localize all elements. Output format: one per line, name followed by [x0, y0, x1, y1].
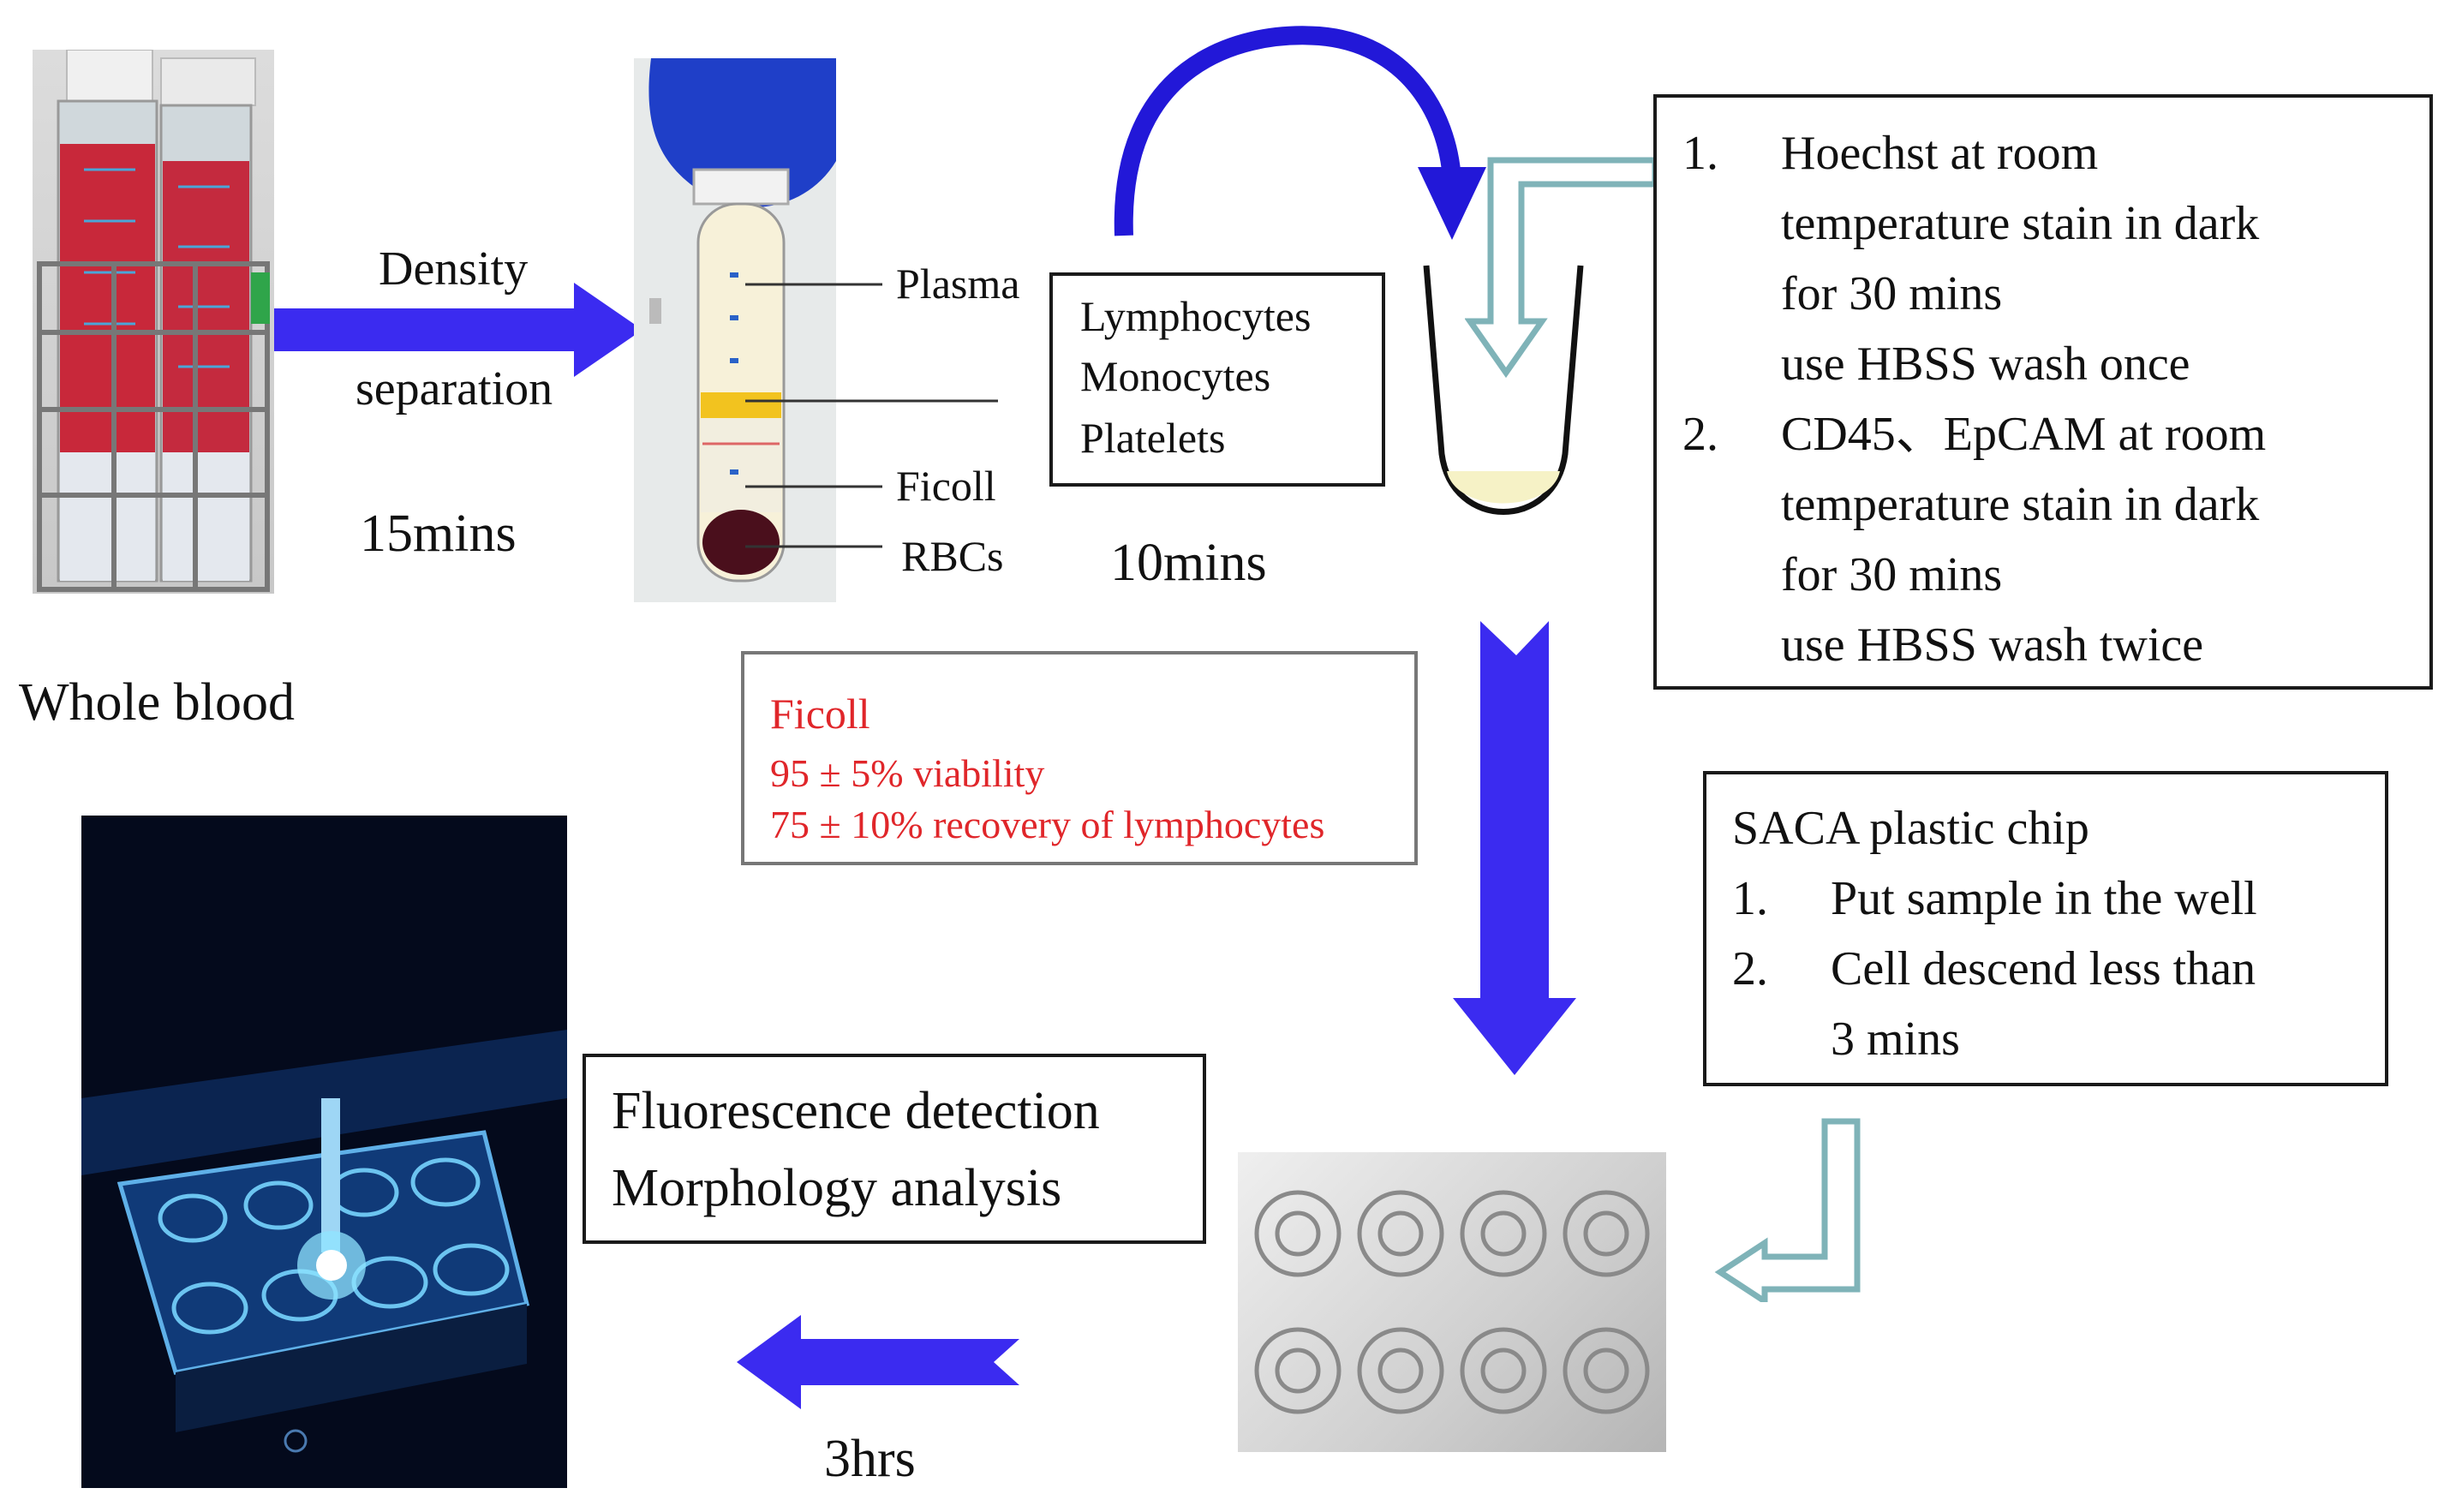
down-arrow	[1453, 621, 1576, 1075]
time-15-label: 15mins	[360, 505, 517, 563]
ficoll-stats-title: Ficoll	[770, 690, 870, 738]
density-label: Density	[379, 242, 529, 296]
chip-step-1: Put sample in the well	[1831, 872, 2257, 925]
staining-outline-arrow	[1465, 157, 1658, 379]
cells-line-3: Platelets	[1080, 414, 1226, 462]
rbcs-label: RBCs	[901, 532, 1004, 580]
cells-line-2: Monocytes	[1080, 352, 1271, 400]
chip-box: SACA plastic chip 1. Put sample in the w…	[1703, 771, 2388, 1086]
sample-tube	[1423, 265, 1584, 515]
staining-box: 1. Hoechst at room temperature stain in …	[1653, 94, 2433, 690]
staining-step-2-line-2: temperature stain in dark	[1781, 478, 2260, 531]
chip-step-1-number: 1.	[1732, 872, 1768, 925]
ficoll-tube-photo	[634, 58, 836, 602]
ficoll-label: Ficoll	[896, 462, 996, 510]
whole-blood-photo	[33, 50, 274, 594]
time-10-label: 10mins	[1110, 534, 1267, 592]
cells-line-1: Lymphocytes	[1080, 292, 1312, 340]
density-arrow	[274, 283, 642, 377]
staining-step-2-line-1: CD45、EpCAM at room	[1781, 408, 2267, 461]
staining-step-1-number: 1.	[1682, 127, 1718, 180]
separation-label: separation	[356, 362, 553, 415]
detection-box: Fluorescence detection Morphology analys…	[583, 1054, 1206, 1244]
ficoll-stats-viability: 95 ± 5% viability	[770, 751, 1045, 795]
ficoll-stats-box: Ficoll 95 ± 5% viability 75 ± 10% recove…	[741, 651, 1418, 865]
chip-step-2-line-2: 3 mins	[1831, 1013, 1960, 1066]
staining-step-1-line-1: Hoechst at room	[1781, 127, 2099, 180]
time-3h-label: 3hrs	[824, 1430, 916, 1488]
detection-line-2: Morphology analysis	[612, 1159, 1062, 1217]
transfer-arc-arrow	[1114, 26, 1486, 240]
chip-outline-arrow	[1714, 1118, 1861, 1302]
staining-step-2-line-4: use HBSS wash twice	[1781, 619, 2204, 672]
staining-step-2-line-3: for 30 mins	[1781, 548, 2003, 601]
left-arrow	[737, 1315, 1019, 1409]
chip-title: SACA plastic chip	[1732, 802, 2089, 855]
ficoll-stats-recovery: 75 ± 10% recovery of lymphocytes	[770, 803, 1325, 846]
plasma-label: Plasma	[896, 260, 1020, 308]
whole-blood-label: Whole blood	[19, 673, 295, 732]
staining-step-2-number: 2.	[1682, 408, 1718, 461]
staining-step-1-line-2: temperature stain in dark	[1781, 197, 2260, 250]
saca-chip-photo	[1238, 1152, 1666, 1452]
fluorescence-photo	[81, 816, 567, 1488]
chip-step-2-number: 2.	[1732, 942, 1768, 995]
cells-box: Lymphocytes Monocytes Platelets	[1049, 272, 1385, 487]
staining-step-1-line-3: for 30 mins	[1781, 267, 2003, 320]
chip-step-2-line-1: Cell descend less than	[1831, 942, 2256, 995]
detection-line-1: Fluorescence detection	[612, 1082, 1100, 1140]
staining-step-1-line-4: use HBSS wash once	[1781, 338, 2190, 391]
tube-leader-lines	[745, 283, 998, 548]
